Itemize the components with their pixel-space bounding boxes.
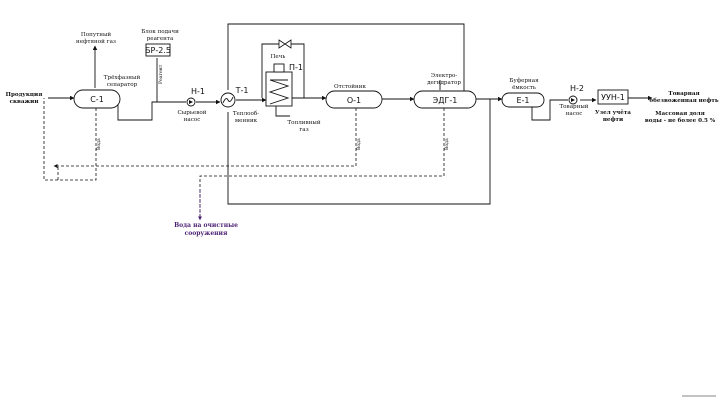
three-phase-label-1: Трёхфазный <box>104 74 141 81</box>
three-phase-label-2: сепаратор <box>107 82 138 88</box>
raw-pump-label-2: насос <box>184 117 201 123</box>
buffer-tag: Е-1 <box>516 96 529 105</box>
separator-c1[interactable]: С-1 <box>73 89 121 109</box>
waste-water-label-2: сооружения <box>185 230 228 237</box>
product-pump-label-1: Товарный <box>559 104 588 110</box>
heat-ex-label-1: Теплооб- <box>233 110 259 117</box>
product-pump-label-2: насос <box>566 111 583 117</box>
reagent-label-2: реагента <box>147 36 174 42</box>
water-vertical-label-1: Вода <box>96 138 102 150</box>
fuel-gas-label-2: газ <box>299 127 308 133</box>
settler-tag: О-1 <box>347 96 361 105</box>
settler-label: Отстойник <box>334 84 366 90</box>
edg-label-2: дегидратор <box>427 80 461 86</box>
edg-tag: ЭДГ-1 <box>433 96 458 105</box>
meter-label-1: Узел учёта <box>595 109 631 116</box>
meter-tag: УУН-1 <box>601 93 625 102</box>
buffer-label-1: Буферная <box>509 77 539 84</box>
water-vertical-label-2: Вода <box>356 138 362 150</box>
reagent-block-br[interactable]: БР-2.5 <box>145 43 171 57</box>
reagent-vertical-label: Реагент <box>158 64 164 84</box>
bypass-valve[interactable] <box>278 39 292 49</box>
gas-label-2: нефтяной газ <box>76 38 116 45</box>
reagent-block-tag: БР-2.5 <box>145 46 171 55</box>
separator-tag: С-1 <box>90 95 104 104</box>
main-flow-lines <box>48 23 653 205</box>
furnace-p1[interactable]: П-1 <box>265 63 303 107</box>
product-oil-label-1: Товарная <box>668 91 699 97</box>
feed-label-2: скважин <box>10 99 39 105</box>
settler-o1[interactable]: О-1 <box>325 90 383 109</box>
water-fraction-label-1: Массовая доля <box>655 111 705 117</box>
buffer-label-2: ёмкость <box>512 84 536 91</box>
labels: Продукция скважин Попутный нефтяной газ … <box>6 29 719 237</box>
meter-label-2: нефти <box>603 116 623 123</box>
fuel-gas-label-1: Топливный <box>287 120 320 126</box>
water-fraction-label-2: воды - не более 0.5 % <box>645 117 716 124</box>
edg-label-1: Электро- <box>431 73 458 79</box>
heat-exchanger-tag: Т-1 <box>235 86 249 95</box>
product-pump-h2[interactable]: Н-2 <box>568 84 584 105</box>
buffer-tank-e1[interactable]: Е-1 <box>501 92 545 108</box>
water-vertical-label-3: Вода <box>444 138 450 150</box>
heat-exchanger-t1[interactable]: Т-1 <box>220 86 249 108</box>
product-pump-tag: Н-2 <box>570 84 584 93</box>
metering-unit-uun1[interactable]: УУН-1 <box>597 89 629 105</box>
feed-label-1: Продукция <box>6 92 43 98</box>
gas-label-1: Попутный <box>81 32 112 38</box>
raw-pump-h1[interactable]: Н-1 <box>186 87 205 107</box>
raw-pump-label-1: Сырьевой <box>178 110 207 116</box>
reagent-label-1: Блок подачи <box>141 29 179 35</box>
waste-water-label-1: Вода на очистные <box>174 222 238 229</box>
heat-ex-label-2: менник <box>235 118 258 124</box>
electrodehydrator-edg1[interactable]: ЭДГ-1 <box>413 90 477 109</box>
product-oil-label-2: обезвоженная нефть <box>649 97 718 104</box>
furnace-tag: П-1 <box>289 63 303 72</box>
raw-pump-tag: Н-1 <box>191 87 205 96</box>
furnace-label: Печь <box>271 54 286 60</box>
